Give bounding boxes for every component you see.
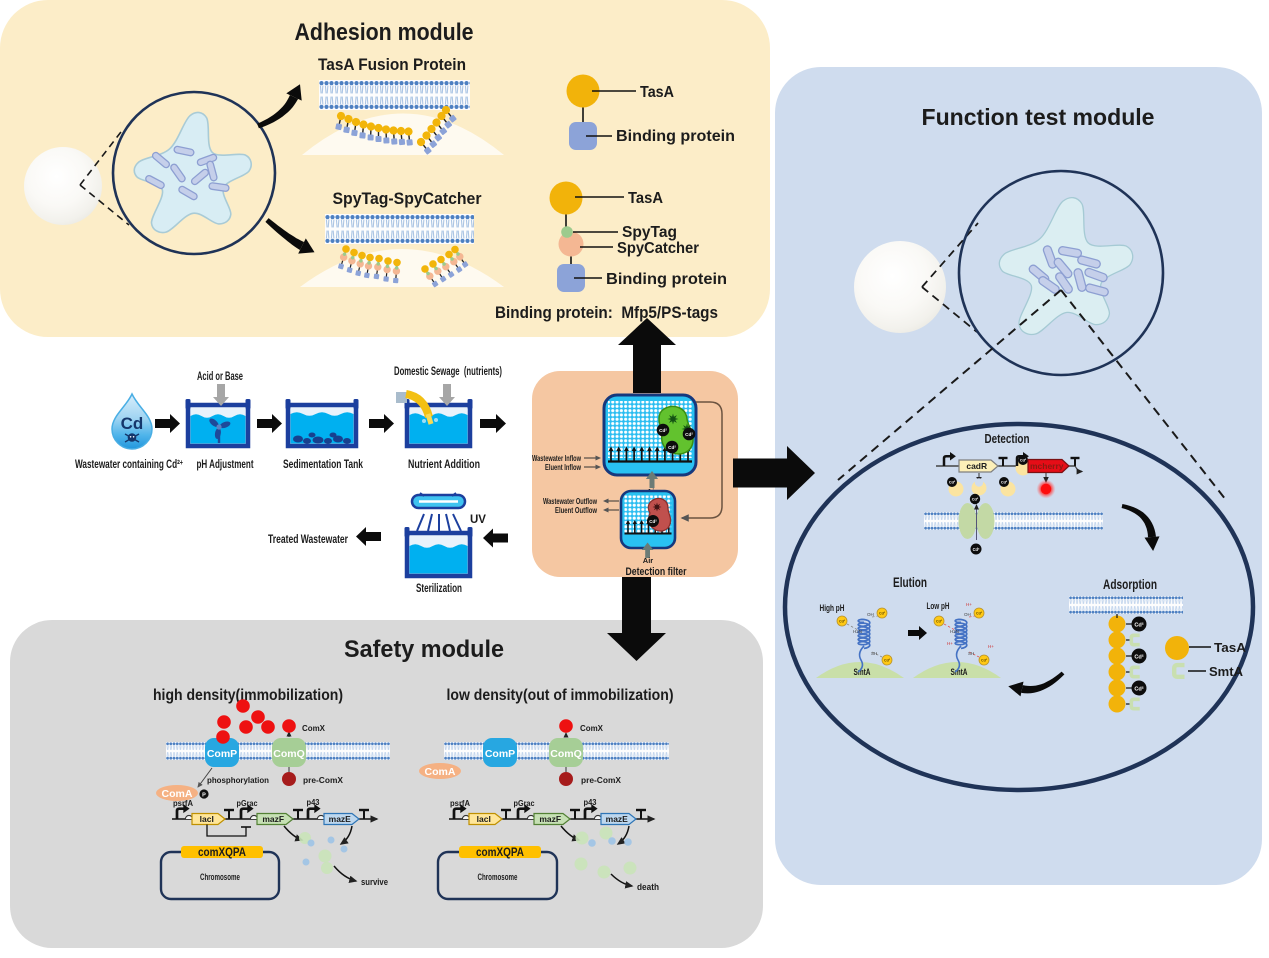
svg-text:H+: H+: [966, 602, 972, 607]
svg-text:Air: Air: [643, 556, 654, 565]
svg-text:SH: SH: [968, 651, 974, 656]
svg-text:Adhesion module: Adhesion module: [295, 19, 474, 46]
svg-text:cadR: cadR: [966, 461, 987, 471]
svg-text:pH Adjustment: pH Adjustment: [197, 457, 254, 471]
svg-text:ComP: ComP: [207, 748, 237, 760]
svg-text:ComP: ComP: [485, 748, 515, 760]
svg-text:TasA Fusion Protein: TasA Fusion Protein: [318, 55, 466, 74]
svg-text:Cd: Cd: [121, 414, 144, 433]
svg-text:Cd²: Cd²: [981, 659, 988, 663]
svg-text:mazE: mazE: [329, 814, 352, 824]
svg-text:P: P: [202, 793, 206, 799]
svg-text:Eluent Inflow: Eluent Inflow: [545, 463, 582, 472]
svg-text:p43: p43: [307, 798, 321, 807]
svg-text:Safety module: Safety module: [344, 636, 504, 663]
svg-text:SH: SH: [871, 651, 877, 656]
svg-text:Chromosome: Chromosome: [478, 872, 518, 882]
svg-text:Cd²: Cd²: [936, 620, 943, 624]
svg-text:H+: H+: [988, 644, 994, 649]
svg-text:comXQPA: comXQPA: [476, 845, 524, 859]
svg-text:Adsorption: Adsorption: [1103, 576, 1157, 592]
svg-text:Cd²: Cd²: [976, 612, 983, 616]
svg-text:Domestic Sewage (nutrients): Domestic Sewage (nutrients): [394, 366, 502, 378]
svg-text:Cd²: Cd²: [839, 620, 846, 624]
svg-text:mazE: mazE: [606, 814, 629, 824]
svg-text:ComX: ComX: [302, 723, 325, 733]
svg-text:Chromosome: Chromosome: [200, 872, 240, 882]
svg-text:Treated Wastewater: Treated Wastewater: [268, 532, 348, 546]
svg-text:Wastewater Inflow: Wastewater Inflow: [532, 454, 582, 463]
svg-text:H2N: H2N: [950, 629, 959, 634]
svg-text:Eluent Outflow: Eluent Outflow: [555, 506, 598, 515]
svg-text:H2N: H2N: [853, 629, 862, 634]
svg-text:Nutrient Addition: Nutrient Addition: [408, 457, 480, 471]
svg-text:mazF: mazF: [539, 814, 561, 824]
svg-text:psrfA: psrfA: [450, 799, 470, 808]
svg-text:TasA: TasA: [1214, 640, 1247, 655]
svg-text:Cd²: Cd²: [649, 519, 657, 524]
svg-text:Function test module: Function test module: [922, 104, 1155, 130]
svg-text:Cd²: Cd²: [1001, 481, 1008, 485]
svg-text:ComQ: ComQ: [273, 748, 305, 760]
svg-text:Acid or Base: Acid or Base: [197, 371, 243, 383]
svg-text:Cd²: Cd²: [668, 445, 676, 450]
svg-text:SpyCatcher: SpyCatcher: [617, 240, 699, 257]
svg-text:OH: OH: [867, 612, 874, 617]
svg-text:survive: survive: [361, 877, 388, 887]
svg-text:Elution: Elution: [893, 574, 927, 590]
svg-text:Cd²: Cd²: [973, 547, 980, 552]
svg-text:Cd²: Cd²: [949, 481, 956, 485]
svg-text:lacI: lacI: [200, 814, 214, 824]
svg-text:Cd²: Cd²: [1020, 459, 1027, 463]
svg-text:low density(out of immobilizat: low density(out of immobilization): [447, 687, 674, 704]
svg-text:H+: H+: [947, 641, 953, 646]
svg-text:pGrac: pGrac: [514, 799, 535, 808]
svg-text:Binding protein: Mfp5/PS-tags: Binding protein: Mfp5/PS-tags: [495, 303, 718, 322]
svg-text:Detection: Detection: [985, 432, 1030, 446]
svg-text:Sterilization: Sterilization: [416, 583, 462, 595]
svg-text:Cd²: Cd²: [685, 432, 693, 437]
svg-text:High pH: High pH: [820, 603, 845, 613]
svg-text:TasA: TasA: [628, 190, 663, 207]
svg-text:Binding protein: Binding protein: [616, 128, 735, 145]
svg-text:Cd²: Cd²: [659, 428, 667, 433]
svg-text:SmtA: SmtA: [1209, 664, 1244, 679]
svg-text:psrfA: psrfA: [173, 799, 193, 808]
svg-text:Binding protein: Binding protein: [606, 271, 727, 288]
svg-text:SpyTag-SpyCatcher: SpyTag-SpyCatcher: [333, 189, 482, 208]
svg-text:Cd²: Cd²: [972, 497, 979, 502]
svg-text:pGrac: pGrac: [237, 799, 258, 808]
svg-text:Cd²: Cd²: [884, 659, 891, 663]
svg-text:ComA: ComA: [425, 766, 456, 778]
svg-text:ComQ: ComQ: [550, 748, 582, 760]
svg-text:Cd²: Cd²: [1134, 653, 1143, 660]
svg-text:OH: OH: [964, 612, 971, 617]
svg-text:Sedimentation Tank: Sedimentation Tank: [283, 457, 363, 471]
svg-text:mazF: mazF: [262, 814, 284, 824]
svg-text:ComX: ComX: [580, 723, 603, 733]
svg-text:SpyTag: SpyTag: [622, 224, 677, 241]
svg-text:pre-ComX: pre-ComX: [303, 775, 343, 785]
svg-text:comXQPA: comXQPA: [198, 845, 246, 859]
svg-text:Cd²: Cd²: [1134, 621, 1143, 628]
svg-text:Wastewater containing Cd²+: Wastewater containing Cd²+: [75, 457, 183, 471]
svg-text:UV: UV: [470, 514, 486, 526]
svg-text:p43: p43: [584, 798, 598, 807]
svg-text:Cd²: Cd²: [879, 612, 886, 616]
svg-text:pre-ComX: pre-ComX: [581, 775, 621, 785]
svg-text:Low pH: Low pH: [927, 601, 950, 611]
svg-text:Cd²: Cd²: [1134, 685, 1143, 692]
svg-text:lacI: lacI: [477, 814, 491, 824]
svg-text:mcherry: mcherry: [1030, 461, 1064, 471]
svg-text:Wastewater Outflow: Wastewater Outflow: [543, 497, 598, 506]
svg-text:Detection filter: Detection filter: [626, 566, 688, 578]
svg-text:TasA: TasA: [640, 84, 674, 101]
svg-text:phosphorylation: phosphorylation: [207, 775, 269, 785]
svg-text:death: death: [637, 882, 659, 892]
